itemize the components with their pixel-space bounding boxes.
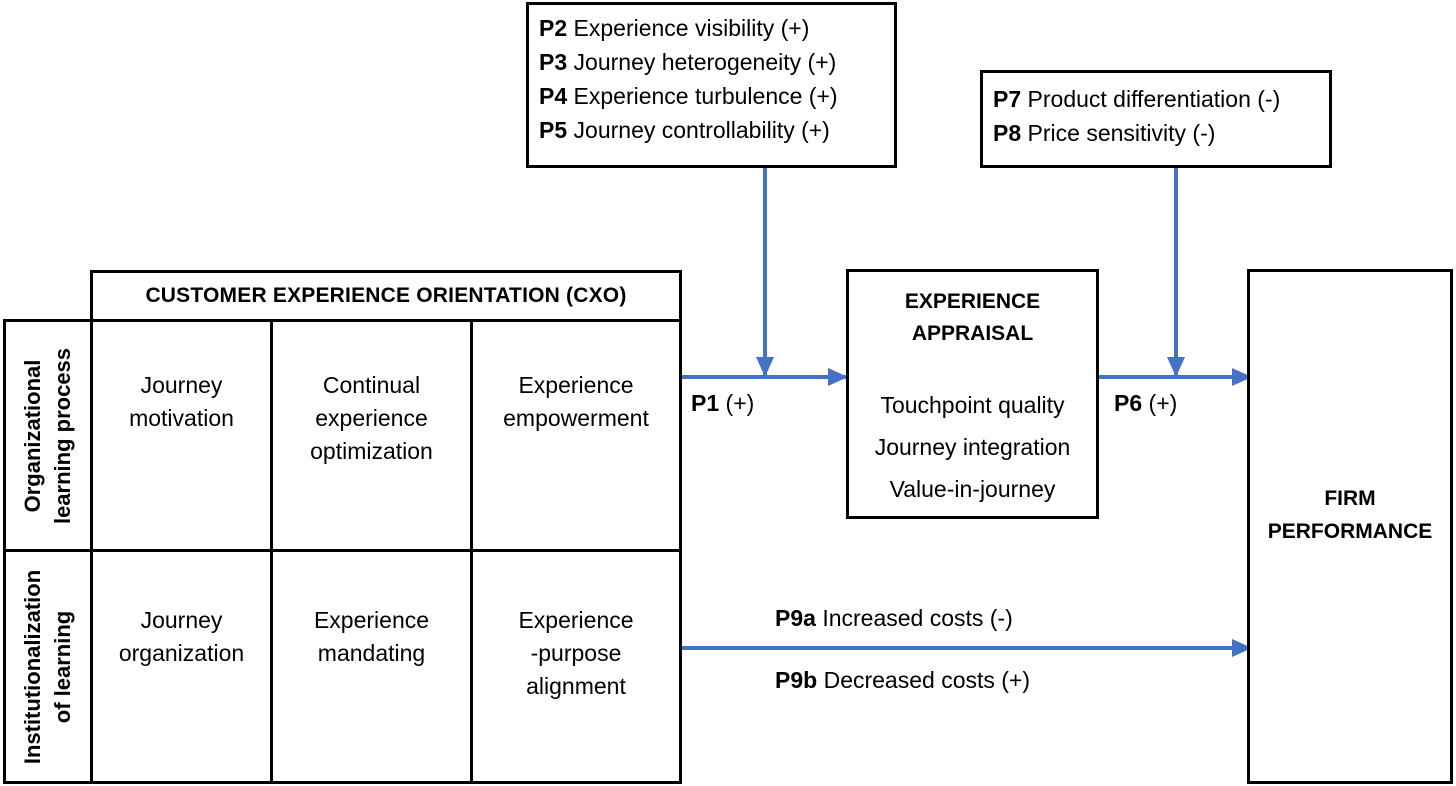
moderators-top-box: P2 Experience visibility (+) P3 Journey h… [526,2,897,168]
path-label-p6: P6 (+) [1114,390,1178,416]
appraisal-item-value-in-journey: Value-in-journey [889,476,1056,502]
moderator-p5: P5 Journey controllability (+) [539,117,830,143]
moderators-right-list: P7 Product differentiation (-) P8 Price s… [993,82,1280,150]
moderator-p4: P4 Experience turbulence (+) [539,83,838,109]
moderator-p7: P7 Product differentiation (-) [993,86,1281,112]
moderators-top-list: P2 Experience visibility (+) P3 Journey h… [539,11,838,147]
cxo-table: CUSTOMER EXPERIENCE ORIENTATION (CXO) Or… [0,0,682,786]
experience-appraisal-items: Touchpoint quality Journey integration V… [849,384,1096,510]
row-label-organizational: Organizational learning process [3,319,93,552]
appraisal-item-journey-integration: Journey integration [874,434,1071,460]
moderator-p2: P2 Experience visibility (+) [539,15,810,41]
moderator-p3: P3 Journey heterogeneity (+) [539,49,837,75]
row-label-institutionalization: Institutionalization of learning [3,549,93,784]
appraisal-item-touchpoint-quality: Touchpoint quality [880,392,1065,418]
path-label-p1: P1 (+) [691,390,755,416]
cxo-title: CUSTOMER EXPERIENCE ORIENTATION (CXO) [90,270,682,322]
row-label-institutionalization-text: Institutionalization of learning [20,569,76,764]
moderator-p8: P8 Price sensitivity (-) [993,120,1216,146]
row-label-organizational-text: Organizational learning process [20,347,76,524]
moderators-right-box: P7 Product differentiation (-) P8 Price s… [980,70,1332,168]
path-label-p9b: P9b Decreased costs (+) [775,667,1031,693]
path-label-p9a: P9a Increased costs (-) [775,605,1013,631]
